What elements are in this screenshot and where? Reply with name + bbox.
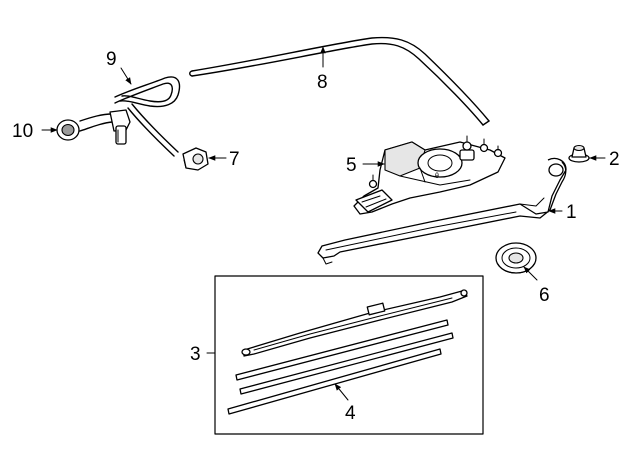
callout-3: 3 (190, 344, 201, 365)
callout-4: 4 (345, 403, 356, 424)
callout-9: 9 (106, 49, 117, 70)
callout-6: 6 (539, 285, 550, 306)
refill-strips-4 (227, 319, 454, 415)
check-valve-7 (182, 147, 209, 171)
callout-1: 1 (566, 202, 577, 223)
callout-8: 8 (317, 72, 328, 93)
hose-loop-9 (114, 76, 181, 157)
blade-assembly-box (214, 275, 484, 435)
washer-hose-8 (189, 36, 490, 126)
callout-7: 7 (229, 149, 240, 170)
grommet-6 (495, 242, 537, 274)
wiper-arm-1 (317, 157, 567, 265)
callout-labels: 1 2 3 4 5 6 7 8 9 10 (12, 49, 620, 424)
wiper-blade-3 (241, 289, 468, 357)
nozzle-10 (56, 109, 131, 145)
leader-arrows (41, 46, 606, 401)
callout-5: 5 (346, 155, 357, 176)
svg-text:θ: θ (435, 173, 439, 180)
wiper-motor-5: θ (353, 135, 506, 215)
nut-cap-2 (568, 144, 590, 163)
callout-10: 10 (12, 121, 33, 142)
callout-2: 2 (609, 149, 620, 170)
